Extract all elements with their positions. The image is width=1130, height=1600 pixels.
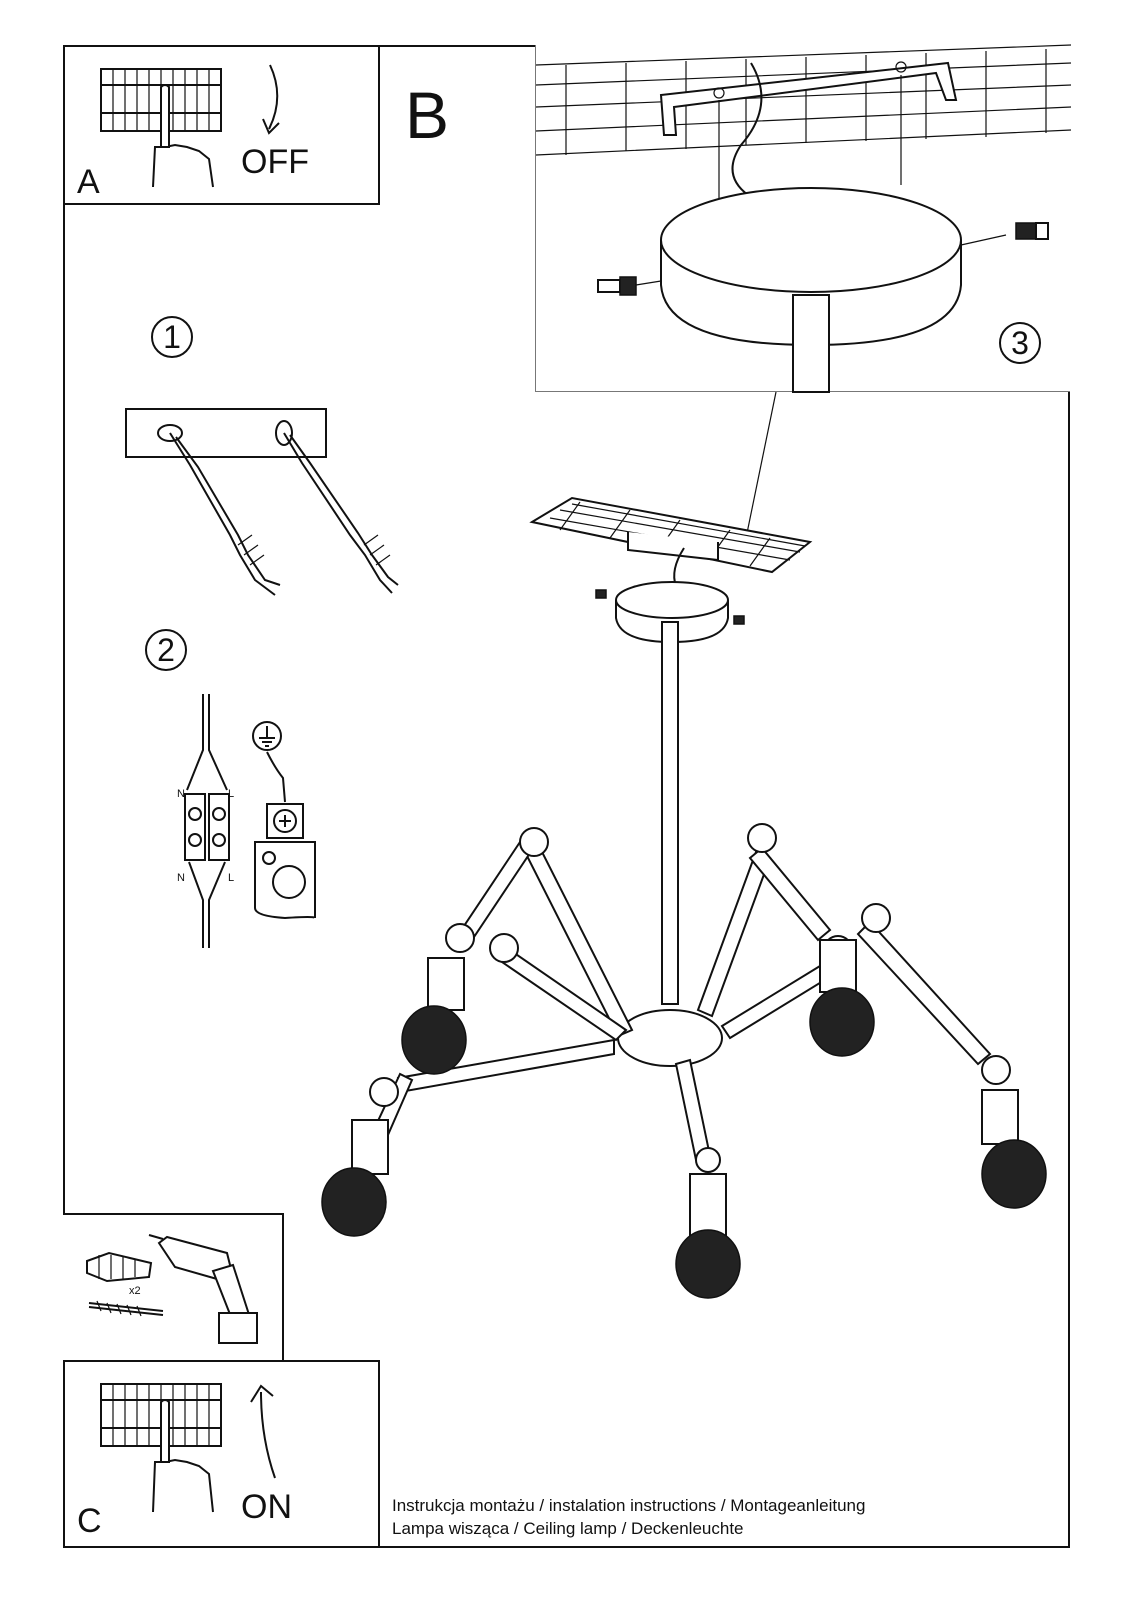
quantity-label: x2 — [129, 1285, 141, 1297]
live-label-bottom: L — [228, 872, 235, 884]
caption-product-type: Lampa wisząca / Ceiling lamp / Deckenleu… — [392, 1519, 744, 1538]
step-1-marker: 1 — [151, 316, 193, 358]
caption-instructions: Instrukcja montażu / instalation instruc… — [392, 1496, 866, 1515]
tools-box: x2 — [63, 1213, 284, 1363]
bulb-group — [321, 939, 1047, 1299]
off-label: OFF — [241, 143, 309, 181]
neutral-label-top: N — [177, 788, 185, 800]
panel-b-letter: B — [405, 78, 450, 152]
on-label: ON — [241, 1488, 292, 1526]
bracket-with-wires-illustration — [125, 408, 399, 596]
step-3-marker: 3 — [999, 322, 1041, 364]
ceiling-lamp-illustration — [321, 391, 1047, 1299]
mounting-detail-box — [535, 44, 1072, 393]
panel-c-letter: C — [77, 1502, 102, 1540]
earth-terminal-icon — [252, 721, 316, 920]
dowel-and-drill-illustration — [86, 1234, 258, 1344]
panel-a-letter: A — [77, 163, 100, 201]
panel-a-switch-off: OFF A — [63, 45, 380, 205]
breaker-off-illustration — [100, 64, 280, 188]
live-label-top: L — [228, 788, 235, 800]
breaker-on-illustration — [100, 1383, 276, 1513]
neutral-label-bottom: N — [177, 872, 185, 884]
panel-c-switch-on: ON C — [63, 1360, 380, 1548]
terminal-block-illustration — [184, 694, 230, 948]
ceiling-canopy-detail — [535, 44, 1072, 393]
step-2-marker: 2 — [145, 629, 187, 671]
